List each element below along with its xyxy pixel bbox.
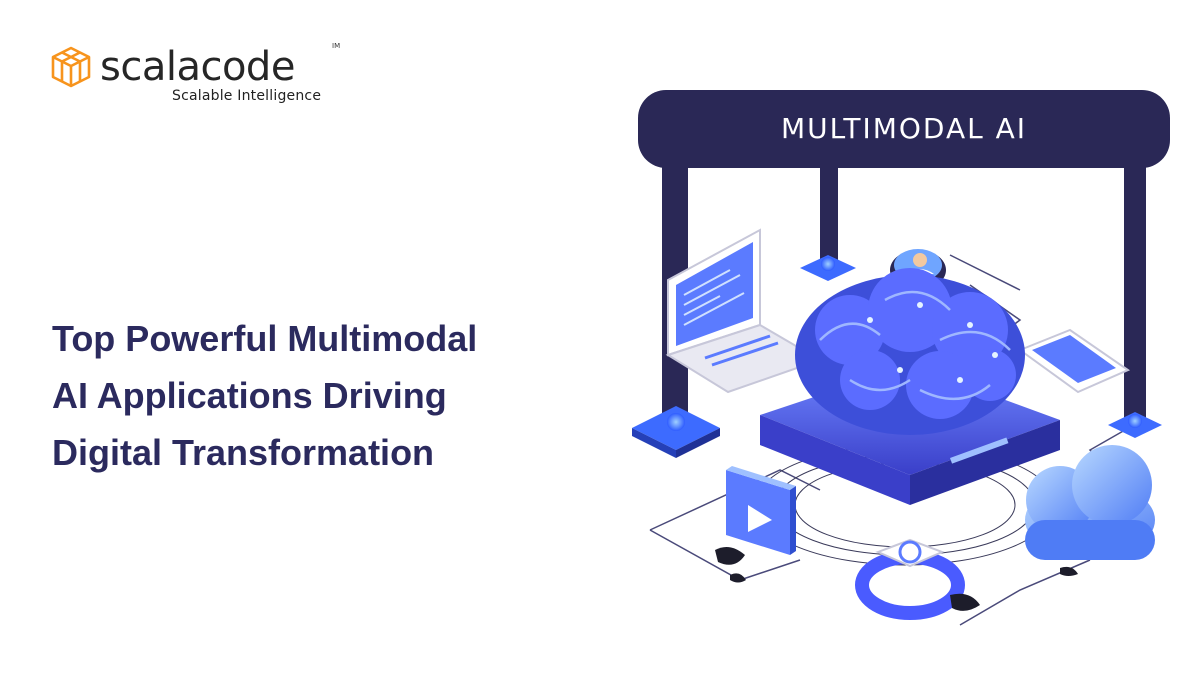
play-video-icon bbox=[726, 466, 796, 555]
smartphone-icon bbox=[1017, 328, 1131, 394]
cloud-icon bbox=[1025, 445, 1155, 560]
laptop-icon bbox=[665, 228, 823, 394]
headline-line-2: AI Applications Driving bbox=[52, 375, 447, 416]
glow-pads bbox=[632, 255, 1162, 458]
multimodal-ai-banner: MULTIMODAL AI bbox=[638, 90, 1170, 168]
headline-line-3: Digital Transformation bbox=[52, 432, 435, 473]
brand-name: scalacode bbox=[100, 44, 295, 90]
page-headline: Top Powerful Multimodal AI Applications … bbox=[52, 310, 572, 481]
headline-line-1: Top Powerful Multimodal bbox=[52, 318, 478, 359]
decor-shapes bbox=[715, 546, 1078, 611]
brand-logo: scalacode IM Scalable Intelligence bbox=[50, 40, 350, 110]
trademark-mark: IM bbox=[332, 42, 341, 50]
banner-label: MULTIMODAL AI bbox=[781, 112, 1027, 145]
brain-icon bbox=[795, 268, 1025, 435]
multimodal-ai-illustration: MULTIMODAL AI bbox=[632, 90, 1170, 626]
brand-tagline: Scalable Intelligence bbox=[172, 88, 322, 104]
smartwatch-icon bbox=[855, 538, 965, 620]
cube-logo-icon bbox=[51, 46, 91, 88]
